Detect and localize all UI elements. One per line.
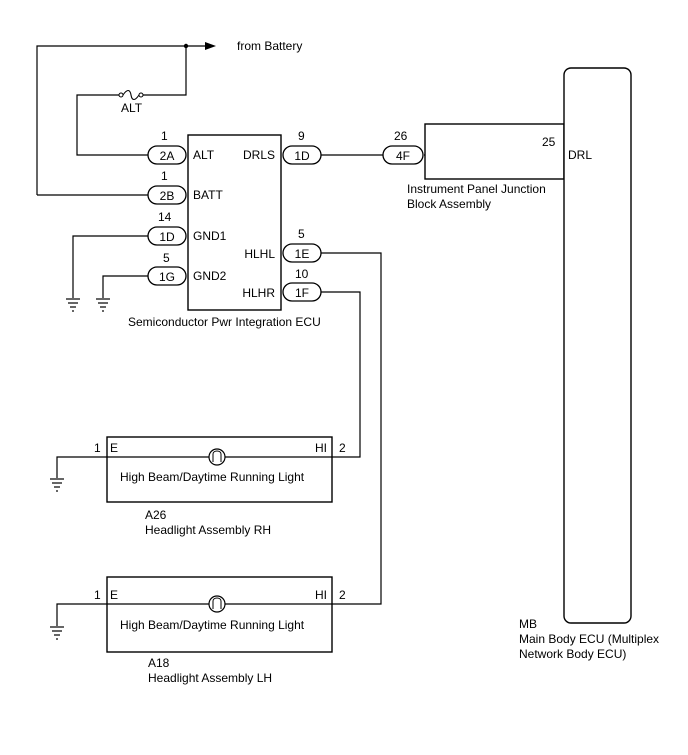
main-body-ecu-code: MB [519,617,537,631]
fuse-wire [76,94,148,156]
headlight-rh-name: Headlight Assembly RH [145,523,271,537]
headlight-lh-name: Headlight Assembly LH [148,671,272,685]
bulb-icon [208,595,226,613]
connector-pill [147,185,187,205]
spi-ecu-box [187,134,282,311]
ground-icon [96,298,110,312]
pin-label: GND1 [193,229,227,243]
lh-ground-wire [56,603,107,626]
pin-label: DRLS [243,148,275,162]
battery-wire [36,45,212,195]
pin-number: 5 [298,227,305,241]
ground-icon [66,298,80,312]
pin-label: GND2 [193,269,227,283]
ground-icon [50,478,64,492]
hlhl-wire [321,252,382,605]
connector-pill [282,282,322,302]
headlight-lh-code: A18 [148,656,170,670]
pin-number: 9 [298,129,305,143]
pin-label: HI [315,588,327,602]
pin-number: 14 [158,210,172,224]
battery-arrow-icon [205,42,216,50]
connector-pill [282,243,322,263]
pin-number: 10 [295,267,309,281]
junction-dot [183,43,189,49]
pin-number: 1 [94,441,101,455]
alt-wire [142,46,187,96]
connector-pill [147,145,187,165]
connector-code: 2A [160,149,175,163]
ground-icon [50,626,64,640]
junction-block-box [424,123,565,180]
pin-label: HI [315,441,327,455]
headlight-rh-box [106,436,333,503]
pin-number: 1 [94,588,101,602]
main-body-ecu-name: Network Body ECU) [519,647,626,661]
pin-number: 1 [161,169,168,183]
fuse-icon [118,89,144,101]
connector-code: 1D [294,149,310,163]
pin-label: BATT [193,188,223,202]
connector-pill [382,145,424,165]
headlight-lh-box [106,576,333,653]
battery-label: from Battery [237,39,302,53]
pin-number: 2 [339,441,346,455]
connector-pill [282,145,322,165]
main-body-ecu-name: Main Body ECU (Multiplex [519,632,659,646]
junction-block-name: Block Assembly [407,197,491,211]
pin-number: 1 [161,129,168,143]
lamp-label: High Beam/Daytime Running Light [120,470,305,484]
connector-code: 1F [295,286,309,300]
connector-pill [147,266,187,286]
wires [36,42,564,626]
spi-ecu-name: Semiconductor Pwr Integration ECU [128,315,321,329]
pin-label: ALT [193,148,215,162]
connector-code: 1E [295,247,310,261]
hlhr-wire [321,291,361,458]
pin-number: 5 [163,251,170,265]
pin-number: 2 [339,588,346,602]
pin-label: E [110,441,118,455]
junction-block-name: Instrument Panel Junction [407,182,546,196]
headlight-rh-code: A26 [145,508,167,522]
gnd1-wire [72,235,148,298]
connector-code: 2B [160,189,175,203]
pin-label: E [110,588,118,602]
lamp-label: High Beam/Daytime Running Light [120,618,305,632]
pin-label: HLHL [244,247,275,261]
drl-label: DRL [568,148,592,162]
pin-label: HLHR [242,286,275,300]
connector-code: 1G [159,270,175,284]
main-body-ecu-box [563,67,632,624]
connector-code: 4F [396,149,410,163]
connector-pill [147,226,187,246]
rh-ground-wire [56,456,107,478]
pin-number: 25 [542,135,556,149]
pin-number: 26 [394,129,408,143]
bulb-icon [208,448,226,466]
gnd2-wire [102,275,148,298]
fuse-label: ALT [121,101,143,115]
connector-code: 1D [159,230,175,244]
